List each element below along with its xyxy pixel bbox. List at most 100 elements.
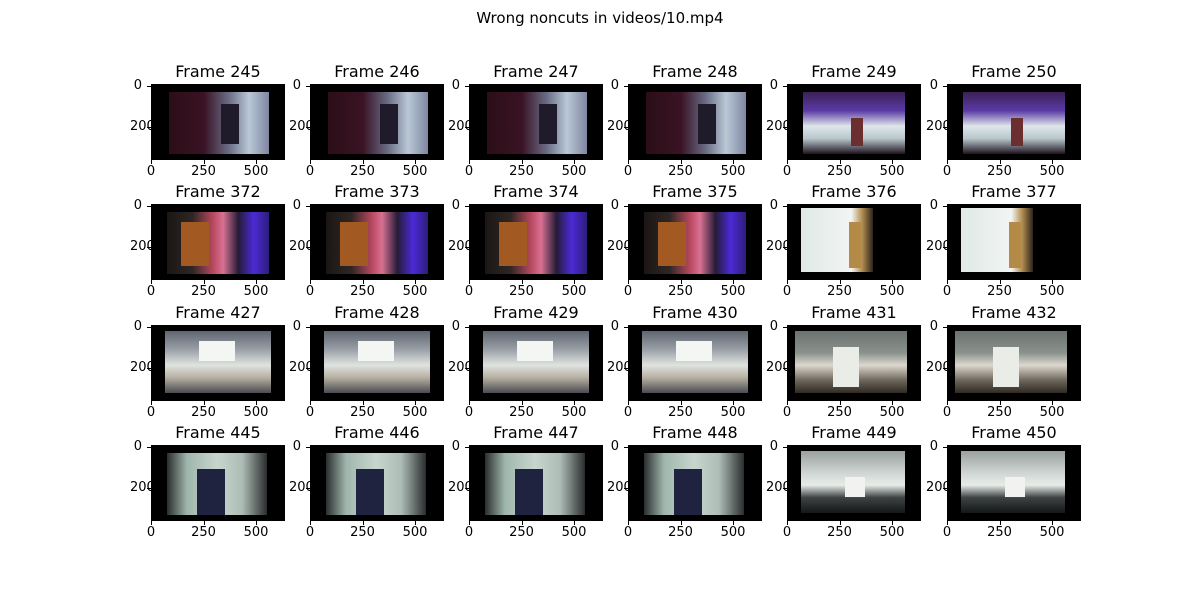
x-tick-mark: [469, 160, 470, 164]
y-tick-label: 0: [451, 198, 460, 213]
y-tick-label: 0: [292, 78, 301, 93]
scene-subject: [674, 469, 702, 515]
y-tick-mark: [147, 86, 151, 87]
x-tick-mark: [310, 521, 311, 525]
y-tick-label: 200: [289, 239, 314, 254]
y-tick-label: 0: [133, 319, 142, 334]
frame-thumbnail: [961, 208, 1033, 272]
x-tick-mark: [151, 521, 152, 525]
x-tick-label: 250: [987, 525, 1012, 540]
x-tick-label: 0: [464, 525, 474, 540]
scene-subject: [356, 469, 384, 515]
x-tick-label: 0: [623, 405, 633, 420]
x-tick-label: 250: [509, 284, 534, 299]
y-tick-mark: [783, 368, 787, 369]
y-tick-mark: [306, 86, 310, 87]
y-tick-label: 0: [610, 198, 619, 213]
x-tick-label: 250: [987, 164, 1012, 179]
x-tick-mark: [469, 401, 470, 405]
frame-thumbnail: [803, 92, 905, 154]
y-tick-mark: [147, 206, 151, 207]
scene-subject: [849, 222, 861, 268]
frame-title: Frame 446: [334, 423, 420, 442]
y-tick-label: 0: [929, 78, 938, 93]
y-tick-label: 0: [133, 78, 142, 93]
x-tick-mark: [999, 160, 1001, 164]
x-tick-label: 500: [402, 405, 428, 420]
frame-title: Frame 430: [652, 303, 738, 322]
x-tick-mark: [203, 280, 205, 284]
y-tick-label: 200: [448, 480, 473, 495]
x-tick-label: 500: [243, 405, 269, 420]
x-tick-label: 0: [782, 405, 792, 420]
x-tick-mark: [1052, 401, 1053, 405]
x-tick-mark: [787, 521, 788, 525]
y-tick-label: 200: [607, 119, 632, 134]
x-tick-label: 500: [720, 525, 746, 540]
x-tick-mark: [310, 160, 311, 164]
x-tick-label: 500: [879, 525, 905, 540]
frame-image: [787, 325, 921, 401]
y-tick-mark: [624, 327, 628, 328]
x-tick-label: 0: [305, 164, 315, 179]
scene-subject: [993, 347, 1019, 387]
frame-title: Frame 246: [334, 62, 420, 81]
y-tick-mark: [624, 488, 628, 489]
scene-subject: [539, 104, 557, 144]
x-tick-mark: [892, 401, 893, 405]
x-tick-label: 0: [623, 284, 633, 299]
y-tick-label: 0: [451, 319, 460, 334]
x-tick-mark: [733, 521, 734, 525]
y-tick-mark: [624, 86, 628, 87]
frame-thumbnail: [955, 331, 1067, 393]
x-tick-mark: [256, 521, 257, 525]
x-tick-mark: [628, 160, 629, 164]
x-tick-label: 0: [305, 525, 315, 540]
x-tick-label: 0: [146, 284, 156, 299]
y-tick-label: 0: [769, 78, 778, 93]
frame-image: [469, 325, 603, 401]
scene-subject: [658, 222, 686, 266]
scene-subject: [851, 118, 863, 146]
y-tick-mark: [465, 447, 469, 448]
x-tick-mark: [733, 401, 734, 405]
x-tick-mark: [947, 280, 948, 284]
frame-thumbnail: [644, 453, 744, 515]
x-tick-label: 250: [668, 405, 693, 420]
x-tick-label: 0: [464, 405, 474, 420]
frame-thumbnail: [485, 453, 585, 515]
y-tick-label: 0: [292, 439, 301, 454]
y-tick-mark: [783, 447, 787, 448]
scene-subject: [517, 341, 553, 361]
y-tick-label: 200: [448, 360, 473, 375]
frame-thumbnail: [326, 212, 428, 274]
frame-title: Frame 428: [334, 303, 420, 322]
scene-subject: [181, 222, 209, 266]
frame-image: [628, 204, 762, 280]
x-tick-label: 0: [782, 525, 792, 540]
x-tick-label: 250: [668, 284, 693, 299]
x-tick-label: 250: [668, 525, 693, 540]
x-tick-mark: [892, 280, 893, 284]
x-tick-mark: [521, 401, 523, 405]
x-tick-mark: [574, 401, 575, 405]
y-tick-mark: [465, 247, 469, 248]
y-tick-label: 200: [289, 360, 314, 375]
x-tick-label: 500: [720, 284, 746, 299]
x-tick-mark: [203, 160, 205, 164]
x-tick-label: 0: [305, 405, 315, 420]
y-tick-mark: [306, 247, 310, 248]
x-tick-mark: [787, 401, 788, 405]
x-tick-mark: [839, 280, 841, 284]
y-tick-label: 200: [766, 360, 791, 375]
x-tick-mark: [574, 280, 575, 284]
